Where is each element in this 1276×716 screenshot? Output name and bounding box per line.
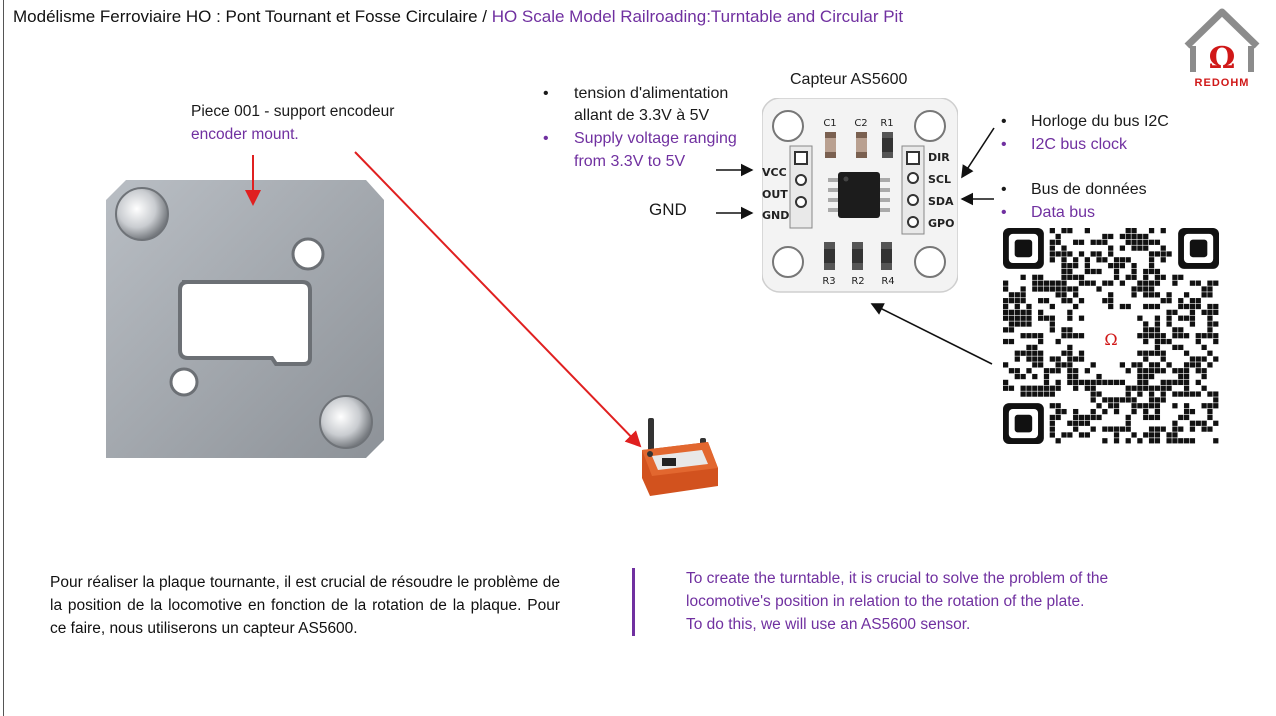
supply-label-fr-1: tension d'alimentation — [574, 85, 729, 102]
bullet-dot: • — [1001, 204, 1007, 221]
arrow-scl — [961, 127, 995, 179]
pin-label-dir: DIR — [928, 151, 950, 164]
bottom-resistors — [824, 242, 892, 270]
bullet-dot: • — [1001, 136, 1007, 153]
pin-label-gpo: GPO — [928, 217, 954, 230]
bullet-dot: • — [543, 85, 549, 102]
paragraph-english-line: To do this, we will use an AS5600 sensor… — [686, 616, 971, 633]
qr-code: Ω — [1003, 228, 1221, 444]
clock-label-en: I2C bus clock — [1031, 136, 1128, 153]
title-english: HO Scale Model Railroading:Turntable and… — [491, 7, 904, 26]
title-french: Modélisme Ferroviaire HO : Pont Tournant… — [13, 7, 478, 26]
pin-label-out: OUT — [762, 188, 788, 201]
qr-code-icon: Ω — [1003, 228, 1219, 444]
svg-text:Ω: Ω — [1209, 41, 1236, 76]
data-label-en: Data bus — [1031, 204, 1096, 221]
resistor-label: R3 — [822, 276, 835, 287]
top-components — [825, 132, 893, 158]
pin-label-vcc: VCC — [762, 166, 787, 179]
house-logo-icon: Ω — [1184, 8, 1260, 76]
paragraph-english-line: To create the turntable, it is crucial t… — [686, 570, 1109, 587]
paragraph-english: To create the turntable, it is crucial t… — [686, 567, 1206, 636]
pin-label-sda: SDA — [928, 195, 954, 208]
cap-label: C2 — [854, 118, 867, 129]
sensor-title: Capteur AS5600 — [790, 71, 908, 88]
as5600-chip — [828, 172, 890, 218]
supply-label-en-1: Supply voltage ranging — [574, 130, 737, 147]
gnd-label: GND — [649, 200, 687, 219]
paragraph-divider — [632, 568, 635, 636]
arrow-to-housing — [354, 151, 642, 448]
redohm-logo: Ω REDOHM — [1181, 6, 1263, 92]
svg-text:Ω: Ω — [1104, 330, 1117, 349]
encoder-housing-3d — [642, 418, 718, 496]
paragraph-english-line: locomotive's position in relation to the… — [686, 593, 1085, 610]
part-label-fr: Piece 001 - support encodeur — [191, 103, 395, 120]
left-border — [3, 0, 4, 716]
cap-label: C1 — [823, 118, 836, 129]
pin-label-scl: SCL — [928, 173, 951, 186]
supply-label-en-2: from 3.3V to 5V — [574, 153, 686, 170]
arrow-qr-to-board — [870, 303, 993, 365]
cap-label: R1 — [880, 118, 893, 129]
bullet-dot: • — [1001, 113, 1007, 130]
paragraph-french: Pour réaliser la plaque tournante, il es… — [50, 574, 560, 637]
supply-label-fr-2: allant de 3.3V à 5V — [574, 107, 710, 124]
clock-label-fr: Horloge du bus I2C — [1031, 113, 1169, 130]
pin-label-gnd: GND — [762, 209, 789, 222]
logo-text: REDOHM — [1194, 77, 1250, 89]
as5600-sensor-board: C1 C2 R1 VCC OUT GND DIR SCL SDA GPO R3 … — [762, 98, 958, 293]
bullet-dot: • — [1001, 181, 1007, 198]
resistor-label: R4 — [881, 276, 894, 287]
page-title: Modélisme Ferroviaire HO : Pont Tournant… — [13, 7, 903, 27]
resistor-label: R2 — [851, 276, 864, 287]
encoder-mount-plate — [106, 180, 384, 458]
title-separator: / — [477, 7, 492, 26]
data-label-fr: Bus de données — [1031, 181, 1147, 198]
bullet-dot: • — [543, 130, 549, 147]
part-label-en: encoder mount. — [191, 126, 299, 143]
